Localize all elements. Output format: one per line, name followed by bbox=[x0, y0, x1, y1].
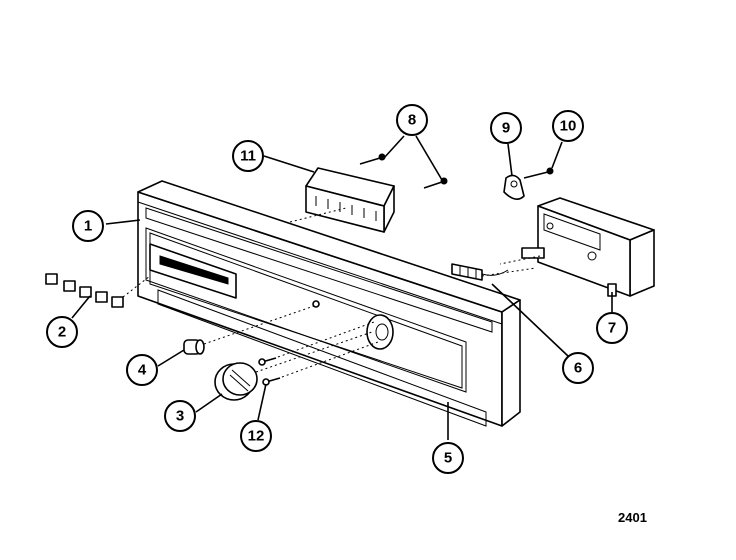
callout-10: 10 bbox=[552, 110, 584, 142]
leader-lines bbox=[71, 135, 613, 440]
callout-label: 4 bbox=[138, 362, 147, 379]
terminal-block bbox=[289, 167, 395, 233]
callout-3: 3 bbox=[164, 400, 196, 432]
push-buttons bbox=[45, 273, 151, 308]
callout-8: 8 bbox=[396, 104, 428, 136]
callout-label: 12 bbox=[248, 428, 265, 445]
callout-label: 6 bbox=[574, 360, 582, 377]
callout-9: 9 bbox=[490, 112, 522, 144]
callout-label: 1 bbox=[84, 218, 92, 235]
control-knob bbox=[214, 331, 373, 401]
callout-5: 5 bbox=[432, 442, 464, 474]
callout-11: 11 bbox=[232, 140, 264, 172]
screws-12 bbox=[258, 321, 379, 386]
callout-6: 6 bbox=[562, 352, 594, 384]
callout-label: 7 bbox=[608, 320, 616, 337]
callout-label: 5 bbox=[444, 450, 452, 467]
callout-label: 9 bbox=[502, 120, 510, 137]
callout-label: 10 bbox=[560, 118, 577, 135]
clip-and-screw bbox=[503, 167, 554, 200]
callout-4: 4 bbox=[126, 354, 158, 386]
wire-connector bbox=[451, 263, 537, 281]
callout-label: 11 bbox=[240, 148, 256, 165]
control-panel bbox=[137, 180, 521, 427]
callout-2: 2 bbox=[46, 316, 78, 348]
drawing-number: 2401 bbox=[618, 510, 647, 525]
timer-module bbox=[499, 197, 655, 297]
indicator-plug bbox=[183, 305, 315, 355]
callout-label: 3 bbox=[176, 408, 184, 425]
screws-8 bbox=[359, 153, 448, 189]
callout-1: 1 bbox=[72, 210, 104, 242]
callout-7: 7 bbox=[596, 312, 628, 344]
callout-label: 8 bbox=[408, 112, 416, 129]
callout-label: 2 bbox=[58, 324, 66, 341]
callout-12: 12 bbox=[240, 420, 272, 452]
